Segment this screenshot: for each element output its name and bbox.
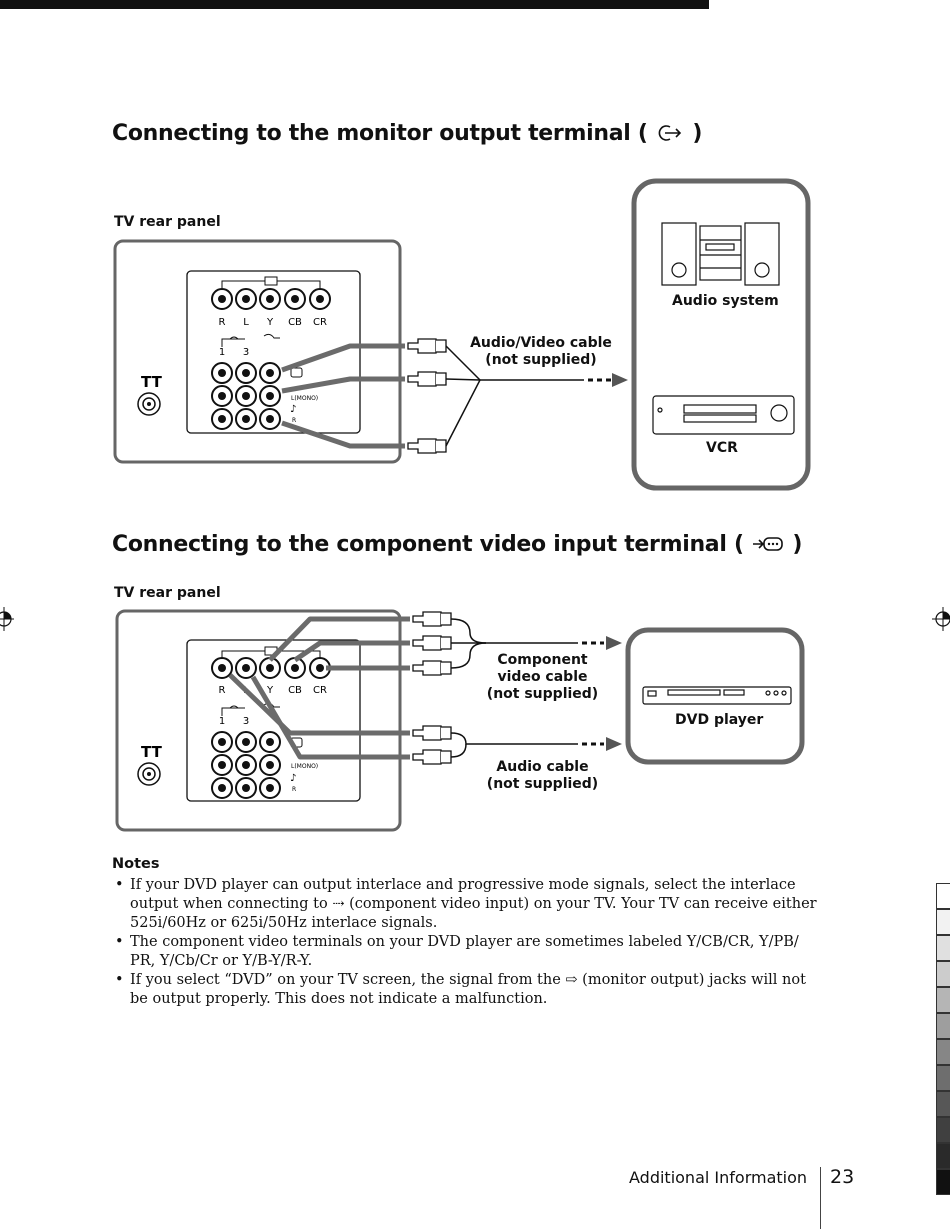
registration-mark-left	[0, 607, 14, 631]
footer-divider	[820, 1167, 821, 1229]
jack-label-cr-2: CR	[313, 685, 327, 696]
jack-label-l: L	[243, 317, 249, 328]
note-item-3: If you select “DVD” on your TV screen, t…	[112, 971, 827, 1009]
monitor-output-icon	[658, 125, 682, 141]
section2-title-end: )	[785, 532, 803, 557]
jack-label-r: R	[219, 317, 226, 328]
notes-section: Notes If your DVD player can output inte…	[112, 855, 827, 1009]
audio-system-label: Audio system	[672, 293, 779, 309]
top-jack-row	[211, 288, 331, 310]
top-rule	[0, 0, 709, 9]
note-item-1: If your DVD player can output interlace …	[112, 876, 827, 933]
section1-panel-label: TV rear panel	[114, 214, 221, 230]
component-cables	[228, 616, 410, 760]
svg-text:TT: TT	[141, 743, 163, 761]
jack-label-cr: CR	[313, 317, 327, 328]
section1-title: Connecting to the monitor output termina…	[112, 121, 655, 146]
dvd-player-icon	[642, 686, 792, 705]
page-number: 23	[830, 1166, 855, 1188]
jack-label-y: Y	[266, 317, 274, 328]
notes-list: If your DVD player can output interlace …	[112, 876, 827, 1009]
component-input-icon	[753, 537, 783, 551]
signal-arrow-1	[612, 373, 628, 387]
vcr-icon	[652, 395, 795, 435]
jack-label-cb-2: CB	[288, 685, 302, 696]
footer-section-name: Additional Information	[629, 1168, 808, 1187]
notes-title: Notes	[112, 856, 160, 872]
component-plugs	[412, 611, 452, 765]
output-devices-frame	[631, 178, 811, 491]
jack-label-y-2: Y	[266, 685, 274, 696]
section2-title: Connecting to the component video input …	[112, 532, 752, 557]
svg-text:♪: ♪	[290, 773, 296, 784]
right-label: R	[292, 417, 296, 424]
section1-title-end: )	[684, 121, 703, 146]
mono-label-2: L(MONO)	[291, 763, 318, 770]
section1-heading: Connecting to the monitor output termina…	[112, 121, 702, 146]
av-cable-label: Audio/Video cable (not supplied)	[470, 335, 612, 368]
antenna-jack-2: TT	[137, 743, 163, 786]
vcr-label: VCR	[706, 440, 738, 456]
jack-label-r-2: R	[219, 685, 226, 696]
right-label-2: R	[292, 786, 296, 793]
av-cables	[281, 343, 405, 449]
audio-system-icon	[661, 222, 780, 286]
note-item-2: The component video terminals on your DV…	[112, 933, 827, 971]
jack-grid	[211, 362, 281, 430]
section2-heading: Connecting to the component video input …	[112, 532, 803, 557]
signal-arrow-2	[606, 636, 622, 650]
mono-label: L(MONO)	[291, 395, 318, 402]
tv-rear-panel-frame	[113, 239, 402, 464]
jack-label-cb: CB	[288, 317, 302, 328]
input-number-3: 3	[243, 347, 249, 358]
svg-text:♪: ♪	[290, 404, 296, 415]
jack-grid-2	[211, 731, 281, 799]
input-number-1-2: 1	[219, 716, 225, 727]
antenna-jack: TT	[137, 373, 163, 416]
svg-text:TT: TT	[141, 373, 163, 391]
tv-rear-panel-frame-2	[115, 609, 402, 832]
av-plugs	[407, 338, 447, 454]
audio-cable-label: Audio cable (not supplied)	[486, 759, 599, 792]
signal-arrow-3	[606, 737, 622, 751]
input-number-3-2: 3	[243, 716, 249, 727]
top-jack-row-2	[211, 657, 331, 679]
dvd-device-frame	[625, 627, 805, 765]
dvd-player-label: DVD player	[675, 712, 764, 728]
component-cable-label: Component video cable (not supplied)	[486, 652, 599, 702]
registration-mark-right	[932, 607, 950, 631]
input-number-1: 1	[219, 347, 225, 358]
section2-panel-label: TV rear panel	[114, 585, 221, 601]
